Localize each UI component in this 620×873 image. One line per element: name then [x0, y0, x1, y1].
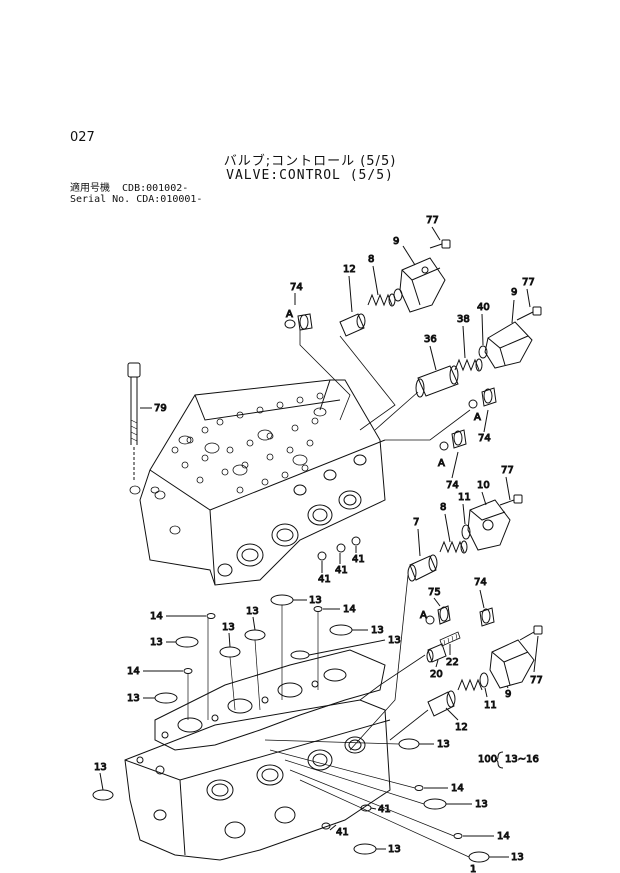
serial-line-en: Serial No. CDA:010001- — [70, 194, 203, 205]
callout-A-b: A — [474, 412, 481, 423]
callout-13-a: 13 — [309, 595, 322, 606]
callout-77-a: 77 — [426, 215, 439, 226]
callout-38: 38 — [457, 314, 470, 325]
callout-8-a: 8 — [368, 254, 374, 265]
callout-77-d: 77 — [530, 675, 543, 686]
serial-line-jp: 適用号機 CDB:001002- — [70, 183, 189, 194]
set-note-range: 13~16 — [505, 754, 539, 765]
callout-13-e: 13 — [371, 625, 384, 636]
oring-11-a — [461, 524, 471, 540]
oring-40 — [478, 345, 488, 359]
callout-74-d: 74 — [474, 577, 487, 588]
spring-8-a — [367, 293, 396, 307]
oring-11-b — [479, 672, 489, 688]
callout-41-b: 41 — [335, 565, 348, 576]
bolt-77-a — [429, 239, 451, 249]
callout-14-c: 14 — [127, 666, 140, 677]
plug-74-a — [284, 313, 313, 331]
callout-10: 10 — [477, 480, 490, 491]
callout-40: 40 — [477, 302, 490, 313]
bolt-77-c — [499, 494, 523, 506]
callout-A-c: A — [438, 458, 445, 469]
callout-9-a: 9 — [393, 236, 399, 247]
plug-74-b — [468, 387, 497, 409]
plug-74-c — [439, 429, 467, 451]
callout-77-c: 77 — [501, 465, 514, 476]
callout-12-b: 12 — [455, 722, 468, 733]
spool-12-a — [339, 313, 366, 337]
callout-12-a: 12 — [343, 264, 356, 275]
callout-74-c: 74 — [446, 480, 459, 491]
callout-74-b: 74 — [478, 433, 491, 444]
cover-9-b — [484, 321, 533, 369]
upper-body-ports — [217, 454, 367, 577]
bolt-79 — [127, 362, 141, 480]
callout-11-a: 11 — [458, 492, 471, 503]
spool-7 — [407, 554, 438, 582]
callout-41-c: 41 — [352, 554, 365, 565]
spring-8-b — [439, 540, 468, 554]
fitting-22 — [439, 631, 461, 647]
plug-20 — [426, 643, 447, 663]
bolt-77-b — [516, 306, 542, 321]
callout-13-k: 13 — [388, 844, 401, 855]
plug-75 — [425, 605, 451, 625]
callout-13-c: 13 — [222, 622, 235, 633]
callout-9-b: 9 — [511, 287, 517, 298]
callout-7: 7 — [413, 517, 419, 528]
callout-79: 79 — [154, 403, 167, 414]
callout-13-f: 13 — [388, 635, 401, 646]
page-number: 027 — [70, 130, 95, 145]
callout-14-d: 14 — [451, 783, 464, 794]
orings-41-upper — [317, 536, 361, 561]
callout-A-d: A — [420, 610, 427, 621]
serial-info: 適用号機 CDB:001002- Serial No. CDA:010001- — [70, 183, 202, 205]
callout-36: 36 — [424, 334, 437, 345]
callout-9-c: 9 — [505, 689, 511, 700]
callout-14-a: 14 — [150, 611, 163, 622]
callout-1: 1 — [470, 864, 476, 873]
callout-41-a: 41 — [318, 574, 331, 585]
callout-77-b: 77 — [522, 277, 535, 288]
callout-14-e: 14 — [497, 831, 510, 842]
callout-74-a: 74 — [290, 282, 303, 293]
spring-8-c — [457, 678, 483, 692]
cover-10 — [467, 499, 511, 551]
plug-74-d — [479, 607, 495, 627]
title-japanese: バルブ;コントロール (5/5) — [223, 154, 397, 169]
spool-36 — [415, 365, 459, 398]
callout-A-a: A — [286, 309, 293, 320]
oring-14-set — [183, 606, 463, 839]
lower-valve-body — [124, 699, 391, 861]
upper-valve-body — [129, 379, 386, 586]
callout-13-d: 13 — [246, 606, 259, 617]
callout-13-i: 13 — [94, 762, 107, 773]
callout-11-b: 11 — [484, 700, 497, 711]
spring-38 — [454, 358, 483, 372]
set-note-100: 100 — [478, 754, 497, 765]
callout-22: 22 — [446, 657, 459, 668]
cover-9-c — [489, 639, 535, 689]
callout-13-j: 13 — [475, 799, 488, 810]
title-english: VALVE:CONTROL (5/5) — [226, 168, 394, 183]
callout-8-b: 8 — [440, 502, 446, 513]
callout-14-b: 14 — [343, 604, 356, 615]
callout-41-e: 41 — [336, 827, 349, 838]
callout-20: 20 — [430, 669, 443, 680]
callout-13-l: 13 — [511, 852, 524, 863]
cover-9-a — [393, 257, 446, 313]
callout-75: 75 — [428, 587, 441, 598]
bolt-77-d — [519, 625, 543, 641]
gasket-plate — [154, 649, 386, 751]
callout-13-h: 13 — [437, 739, 450, 750]
spool-12-b — [427, 690, 456, 717]
callout-13-g: 13 — [127, 693, 140, 704]
callout-13-b: 13 — [150, 637, 163, 648]
